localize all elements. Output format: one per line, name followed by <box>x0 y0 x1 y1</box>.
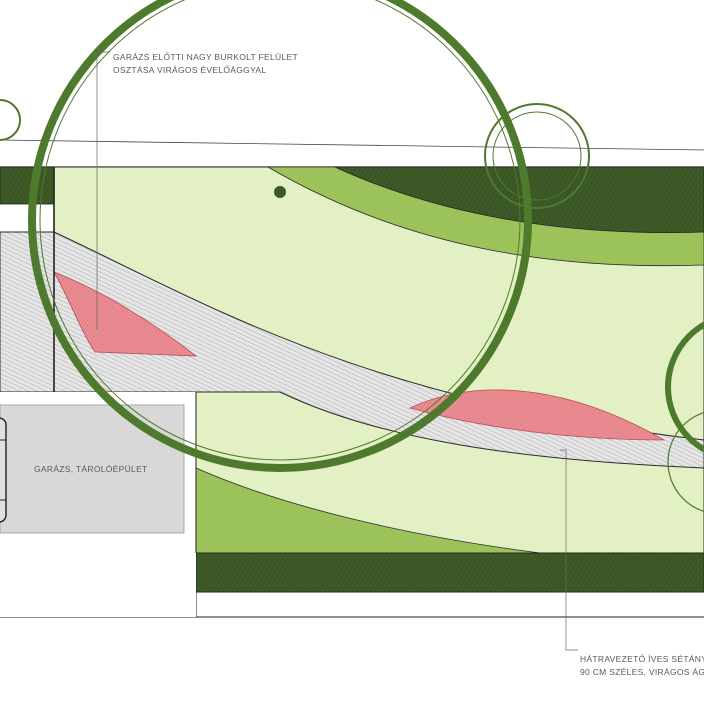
garage-roof <box>0 404 185 534</box>
hedge-light-bottom <box>195 467 541 554</box>
flowerbed-right <box>408 389 666 441</box>
garage-label: GARÁZS, TÁROLÓÉPÜLET <box>34 464 148 474</box>
shrub-marker <box>274 186 286 198</box>
annotation-paving-line1: GARÁZS ELŐTTI NAGY BURKOLT FELÜLET <box>113 52 298 62</box>
flowerbed-left <box>53 271 198 357</box>
hedge-left-strip <box>0 166 55 205</box>
leader-lines <box>96 51 578 651</box>
annotation-path-line1: HÁTRAVEZETŐ ÍVES SÉTÁNY, <box>580 654 704 664</box>
car-icon <box>0 417 7 523</box>
tree-canopies <box>0 0 704 513</box>
hedge-dark-bottom <box>195 552 704 593</box>
annotation-paving-line2: OSZTÁSA VIRÁGOS ÉVELŐÁGGYAL <box>113 65 266 75</box>
annotation-path-line2: 90 CM SZÉLES, VIRÁGOS ÁGYÁ <box>580 667 704 677</box>
